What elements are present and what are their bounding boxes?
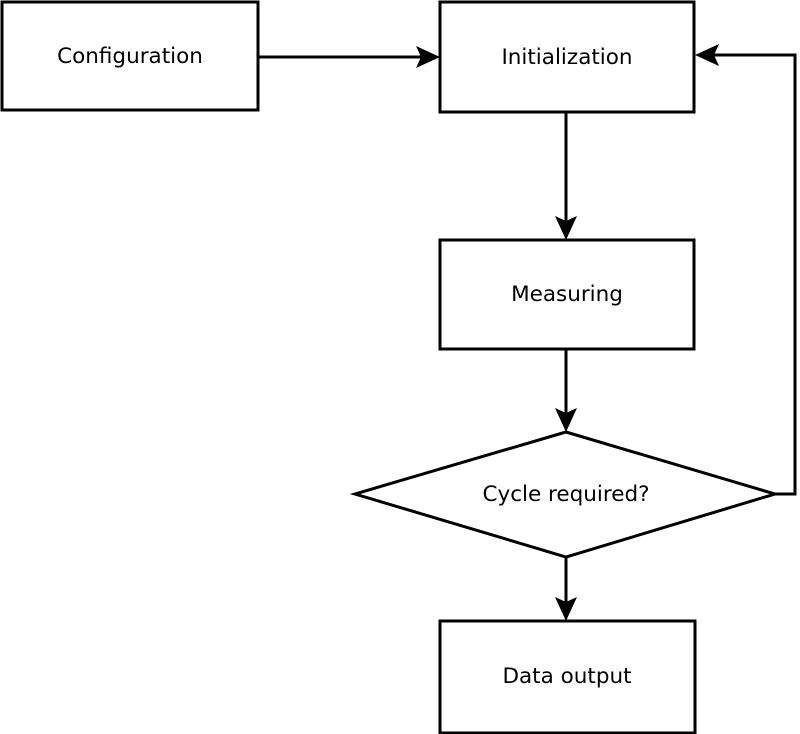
measuring-label: Measuring (511, 282, 623, 307)
edge-cycle-required-to-data-output (555, 557, 577, 621)
edge-initialization-to-measuring (555, 112, 577, 240)
edge-configuration-to-initialization (258, 46, 440, 68)
arrow-head-down-into-measuring (555, 216, 577, 240)
arrow-head-down-into-cycle-required (555, 408, 577, 432)
node-cycle-required[interactable]: Cycle required? (349, 430, 781, 559)
cycle-required-diamond[interactable] (349, 430, 781, 559)
edge-measuring-to-cycle-required (555, 349, 577, 432)
edge-cycle-required-to-initialization-feedback (695, 44, 797, 496)
arrow-head-right-into-initialization (416, 46, 440, 68)
initialization-label: Initialization (501, 45, 632, 70)
configuration-label: Configuration (57, 44, 203, 69)
node-data-output[interactable]: Data output (438, 619, 697, 734)
node-measuring[interactable]: Measuring (438, 238, 696, 351)
cycle-required-label: Cycle required? (482, 482, 649, 507)
measuring-box[interactable] (438, 238, 696, 351)
node-configuration[interactable]: Configuration (0, 0, 260, 112)
arrow-head-left-into-initialization (695, 44, 719, 66)
data-output-label: Data output (502, 664, 631, 689)
initialization-box[interactable] (438, 0, 696, 114)
arrow-head-down-into-data-output (555, 597, 577, 621)
configuration-box[interactable] (0, 0, 260, 112)
node-initialization[interactable]: Initialization (438, 0, 696, 114)
edge-line-feedback-loop (701, 53, 797, 496)
data-output-box[interactable] (438, 619, 697, 734)
